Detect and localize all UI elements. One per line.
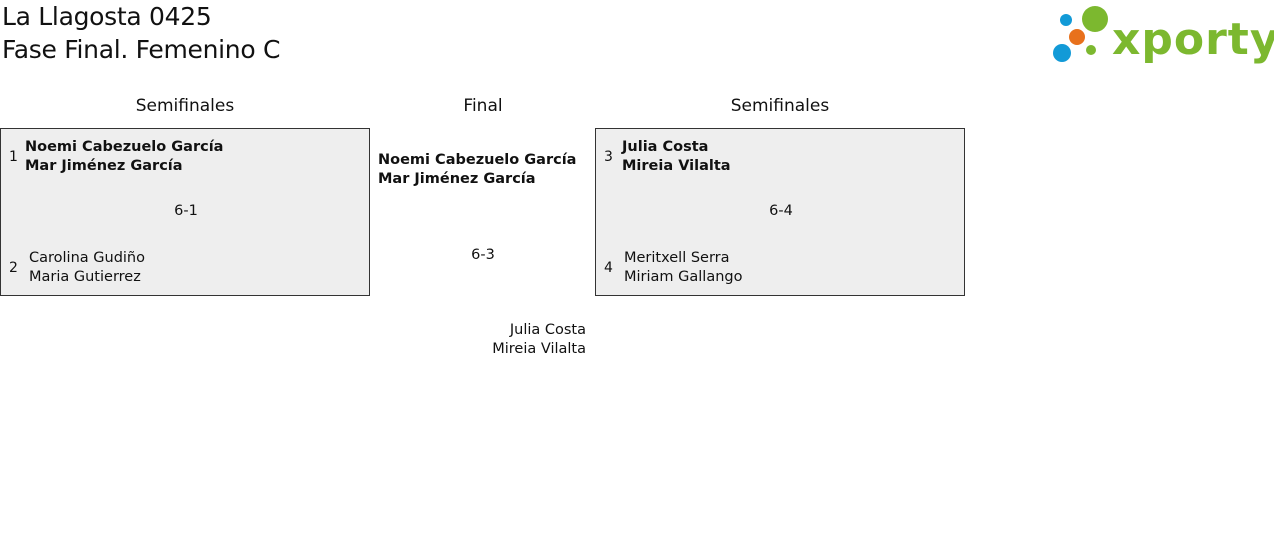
match-score: 6-1 [174, 203, 198, 219]
xporty-logo: xporty [1053, 6, 1274, 65]
logo-dot-orange [1069, 29, 1085, 45]
logo-dot-green-small [1086, 45, 1096, 55]
team-loser: Meritxell Serra Miriam Gallango [624, 249, 742, 287]
logo-wordmark: xporty [1112, 14, 1274, 65]
player-name: Julia Costa [509, 322, 586, 338]
player-name: Mar Jiménez García [378, 171, 536, 187]
logo-dot-green [1082, 6, 1108, 32]
final-team-loser: Julia Costa Mireia Vilalta [386, 321, 586, 359]
team-winner: Julia Costa Mireia Vilalta [622, 138, 731, 176]
page-title: La Llagosta 0425 [2, 2, 212, 31]
final-team-winner: Noemi Cabezuelo García Mar Jiménez Garcí… [378, 151, 576, 189]
player-name: Miriam Gallango [624, 269, 743, 285]
match-score: 6-4 [769, 203, 793, 219]
seed-number: 3 [604, 149, 613, 165]
player-name: Carolina Gudiño [29, 250, 145, 266]
team-winner: Noemi Cabezuelo García Mar Jiménez Garcí… [25, 138, 223, 176]
logo-dot-blue-bottom [1053, 44, 1071, 62]
player-name: Mireia Vilalta [622, 158, 731, 174]
semifinal-right-match: 3 Julia Costa Mireia Vilalta 6-4 4 Merit… [595, 128, 965, 296]
player-name: Meritxell Serra [624, 250, 730, 266]
seed-number: 1 [9, 149, 18, 165]
seed-number: 4 [604, 260, 613, 276]
team-loser: Carolina Gudiño Maria Gutierrez [29, 249, 145, 287]
semifinal-left-match: 1 Noemi Cabezuelo García Mar Jiménez Gar… [0, 128, 370, 296]
player-name: Maria Gutierrez [29, 269, 141, 285]
logo-dot-blue-top [1060, 14, 1072, 26]
column-header-semifinals-left: Semifinales [135, 96, 235, 116]
player-name: Julia Costa [622, 139, 709, 155]
seed-number: 2 [9, 260, 18, 276]
column-header-final: Final [463, 96, 503, 116]
player-name: Noemi Cabezuelo García [25, 139, 224, 155]
player-name: Mar Jiménez García [25, 158, 183, 174]
player-name: Mireia Vilalta [492, 341, 586, 357]
final-score: 6-3 [471, 247, 495, 263]
column-header-semifinals-right: Semifinales [730, 96, 830, 116]
player-name: Noemi Cabezuelo García [378, 152, 577, 168]
page-subtitle: Fase Final. Femenino C [2, 35, 281, 64]
